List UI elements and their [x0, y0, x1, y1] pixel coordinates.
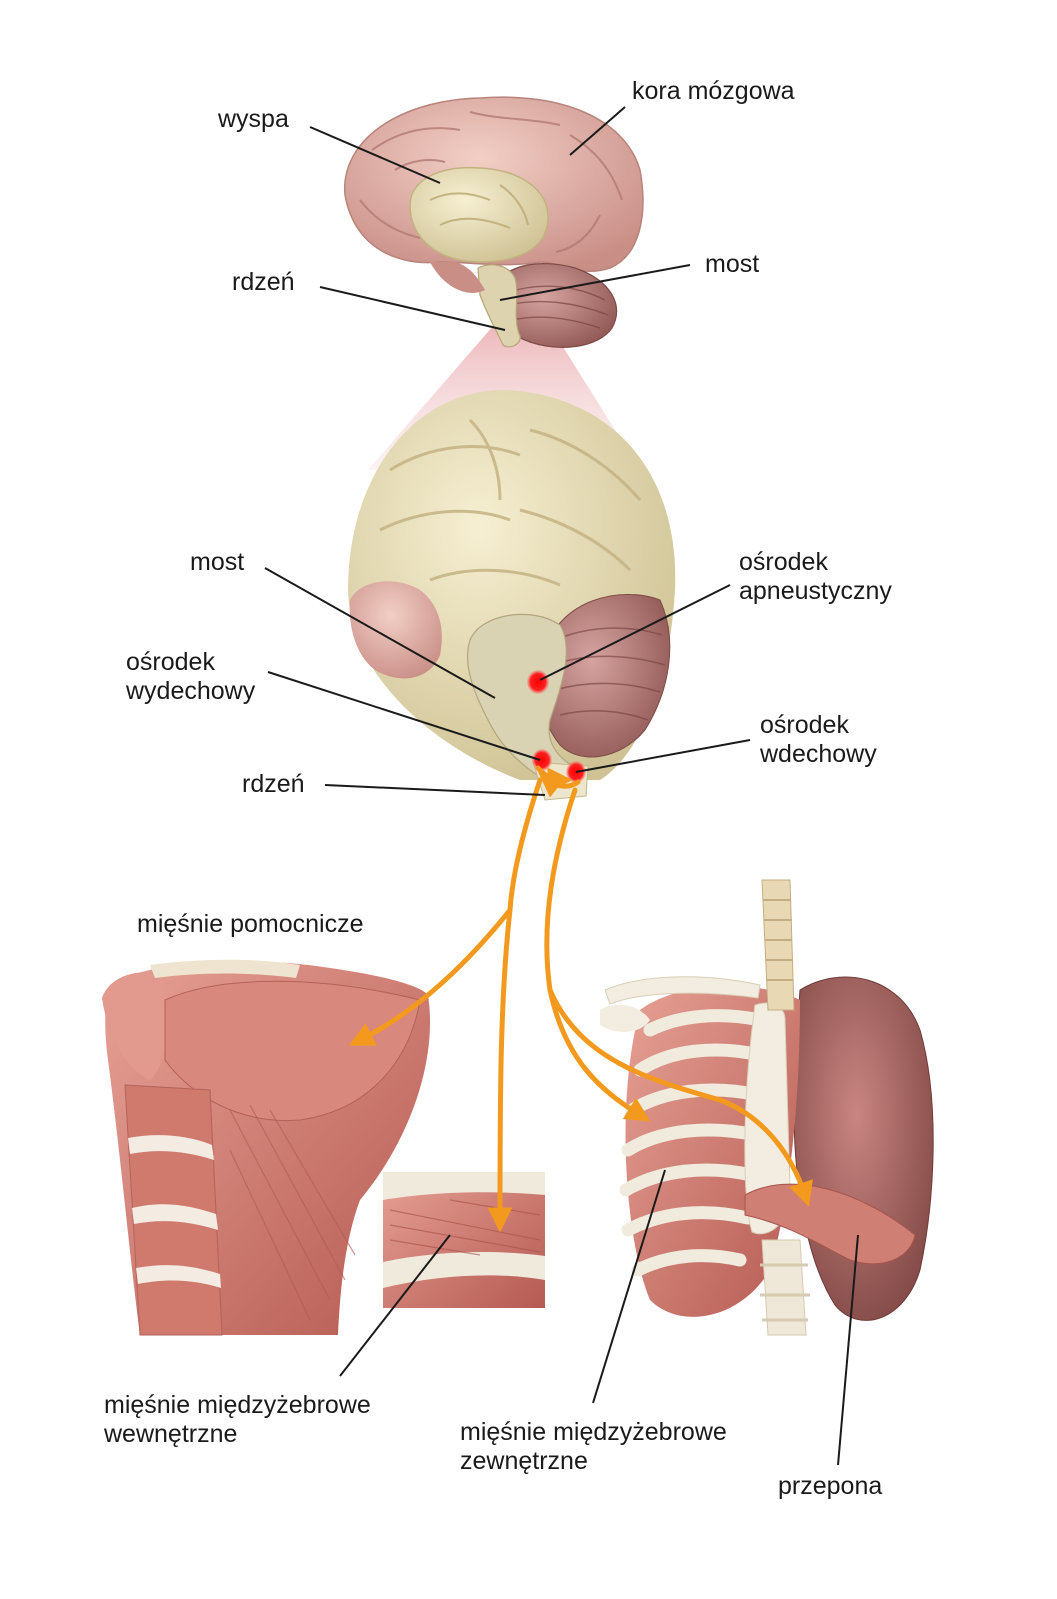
arrow-inspiratory-to-medulla	[538, 772, 581, 798]
leader-wdechowy	[575, 739, 751, 773]
leader-lines	[264, 106, 859, 1466]
ribcage-diaphragm-illustration	[600, 879, 934, 1336]
zoom-core-folds	[379, 418, 642, 587]
ribs	[619, 1009, 767, 1277]
leader-rdzen-mid	[324, 784, 546, 796]
label-wyspa: wyspa	[218, 105, 289, 133]
lung	[793, 976, 934, 1321]
leader-most-top	[499, 264, 691, 301]
brain-core-insula	[409, 166, 549, 263]
nerve-to-internal-intercostal	[487, 907, 513, 1233]
leader-wydechowy	[267, 671, 541, 761]
rib-band-top	[383, 1172, 545, 1200]
nerve-pathways	[348, 765, 813, 1233]
temporal-lobe	[430, 262, 485, 293]
label-miesnie-pomocnicze: mięśnie pomocnicze	[137, 910, 364, 938]
label-przepona: przepona	[778, 1472, 883, 1500]
intercostal-fibres	[389, 1199, 541, 1256]
leader-zewnetrzne	[592, 1169, 666, 1404]
brainstem-zoom-illustration	[348, 390, 676, 801]
clavicle	[604, 976, 761, 1005]
leader-rdzen-top	[319, 286, 506, 331]
expiratory-center	[532, 749, 552, 771]
brainstem	[477, 264, 521, 348]
label-most-mid: most	[190, 548, 245, 576]
leader-most-mid	[264, 567, 496, 699]
pectoral-muscle	[164, 980, 421, 1122]
rib-band-bottom	[383, 1252, 545, 1288]
trachea	[761, 879, 795, 1011]
deltoid	[102, 972, 169, 1080]
leader-kora	[569, 106, 626, 156]
collarbone	[150, 959, 300, 978]
leader-przepona	[837, 1234, 859, 1466]
scapula	[600, 1004, 650, 1032]
label-rdzen-mid: rdzeń	[242, 770, 305, 798]
vertebrae	[760, 1263, 810, 1322]
label-kora-mozgowa: kora mózgowa	[632, 77, 795, 105]
diaphragm	[744, 1183, 916, 1265]
nerve-to-accessory	[348, 777, 543, 1046]
insula-folds	[429, 184, 529, 229]
accessory-muscles-illustration	[102, 959, 431, 1336]
apneustic-center	[527, 670, 549, 694]
leader-wewnetrzne	[339, 1234, 451, 1377]
tendinous-bands	[128, 1135, 221, 1288]
leader-apneustyczny	[539, 584, 731, 681]
leader-wyspa	[309, 126, 441, 184]
cerebellum-folia	[507, 285, 609, 329]
nerve-to-diaphragm	[547, 987, 813, 1207]
zoom-pons	[466, 613, 582, 781]
oblique-fibres	[229, 1104, 356, 1321]
label-most-top: most	[705, 250, 760, 278]
trachea-rings	[763, 899, 793, 981]
internal-intercostal-closeup	[383, 1172, 545, 1308]
label-rdzen-top: rdzeń	[232, 268, 295, 296]
cortex-gyri	[359, 111, 623, 253]
